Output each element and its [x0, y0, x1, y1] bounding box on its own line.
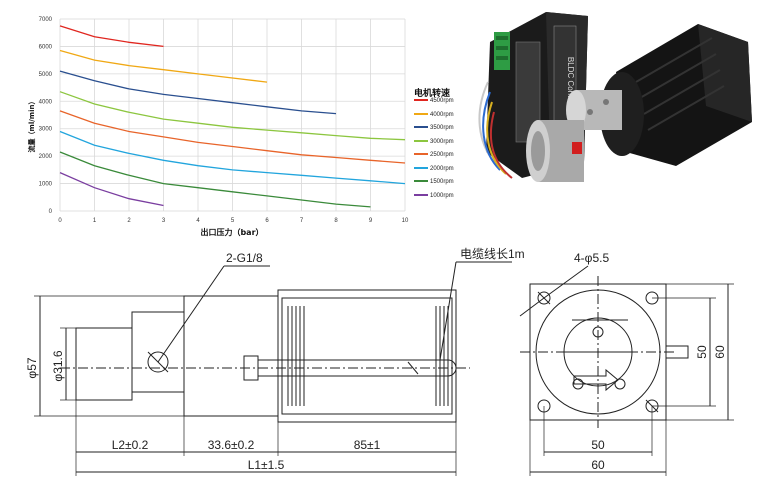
series-line-2500rpm	[59, 110, 406, 164]
x-tick-label: 4	[196, 218, 200, 224]
x-tick-label: 1	[93, 218, 97, 224]
dim-60-horizontal: 60	[591, 458, 605, 472]
legend-label: 4000rpm	[430, 111, 454, 118]
y-tick-label: 7000	[39, 17, 53, 23]
wires-image	[478, 81, 513, 179]
y-tick-label: 6000	[39, 44, 53, 50]
series-line-1000rpm	[59, 172, 164, 207]
dim-phi57: φ57	[25, 357, 39, 378]
x-tick-label: 3	[162, 218, 166, 224]
dim-50-horizontal: 50	[591, 438, 605, 452]
dim-l2: L2±0.2	[112, 438, 149, 452]
legend-item: 1500rpm	[414, 179, 454, 189]
legend-swatch	[414, 193, 428, 196]
legend-item: 1000rpm	[414, 193, 454, 203]
dim-phi31-6: φ31.6	[51, 350, 65, 381]
legend-item: 2500rpm	[414, 152, 454, 162]
x-tick-label: 10	[402, 218, 409, 224]
legend-item: 4000rpm	[414, 112, 454, 122]
x-tick-label: 0	[58, 218, 62, 224]
y-tick-label: 4000	[39, 99, 53, 105]
dim-33-6: 33.6±0.2	[208, 438, 255, 452]
series-line-4500rpm	[59, 25, 164, 48]
legend-swatch	[414, 180, 428, 183]
dim-l1: L1±1.5	[248, 458, 285, 472]
chart-tick-labels: 0 1 2 3 4 5 6 7 8 9 10 0 1000 2000 3000 4000 5000 6000 700…	[39, 17, 409, 224]
x-tick-label: 2	[127, 218, 131, 224]
dim-60-vertical: 60	[713, 345, 727, 359]
chart-grid	[59, 18, 406, 212]
x-axis-label: 出口压力（bar）	[200, 227, 263, 237]
legend-label: 2500rpm	[430, 152, 454, 158]
x-tick-label: 9	[369, 218, 373, 224]
y-tick-label: 2000	[39, 154, 53, 160]
product-photo: BLDC Controller	[478, 12, 752, 182]
legend-swatch	[414, 99, 428, 102]
label-port: 2-G1/8	[226, 251, 263, 265]
dim-50-vertical: 50	[695, 345, 709, 359]
series-line-3500rpm	[59, 70, 337, 115]
legend-swatch	[414, 153, 428, 156]
x-tick-label: 5	[231, 218, 235, 224]
x-tick-label: 8	[334, 218, 338, 224]
legend-label: 1500rpm	[430, 179, 454, 185]
legend-label: 1000rpm	[430, 192, 454, 199]
legend-label: 4500rpm	[430, 98, 454, 104]
y-tick-label: 1000	[39, 182, 53, 188]
legend-item: 2000rpm	[414, 166, 454, 176]
legend-label: 2000rpm	[430, 165, 454, 172]
legend-swatch	[414, 112, 428, 115]
x-tick-label: 7	[300, 218, 304, 224]
label-cable: 电缆线长1m	[460, 247, 525, 261]
controller-label: BLDC Controller	[566, 57, 575, 116]
legend-swatch	[414, 139, 428, 142]
series-line-1500rpm	[59, 151, 371, 208]
x-tick-label: 6	[265, 218, 269, 224]
label-holes: 4-φ5.5	[574, 251, 609, 265]
legend-swatch	[414, 166, 428, 169]
y-axis-label: 流量（ml/min）	[27, 98, 36, 153]
pump-head-image	[526, 90, 622, 182]
series-line-3000rpm	[59, 91, 406, 141]
y-tick-label: 0	[49, 209, 53, 215]
chart-series	[59, 25, 406, 208]
motor-image	[600, 24, 752, 166]
legend-item: 4500rpm	[414, 98, 454, 108]
legend-label: 3500rpm	[430, 125, 454, 131]
flow-pressure-chart: 0 1 2 3 4 5 6 7 8 9 10 0 1000 2000 3000 4000 5000 6000 700…	[27, 17, 409, 237]
series-line-4000rpm	[59, 49, 268, 83]
legend-title: 电机转速	[414, 89, 451, 99]
legend-item: 3500rpm	[414, 125, 454, 135]
series-line-2000rpm	[59, 130, 406, 185]
legend-swatch	[414, 126, 428, 129]
dimension-drawing: 2-G1/8 电缆线长1m 4-φ5.5 φ57 φ31.6 L2±0.2 33…	[25, 247, 734, 476]
dim-85: 85±1	[354, 438, 381, 452]
y-tick-label: 3000	[39, 127, 53, 133]
y-tick-label: 5000	[39, 72, 53, 78]
legend-label: 3000rpm	[430, 138, 454, 145]
legend-item: 3000rpm	[414, 139, 454, 149]
